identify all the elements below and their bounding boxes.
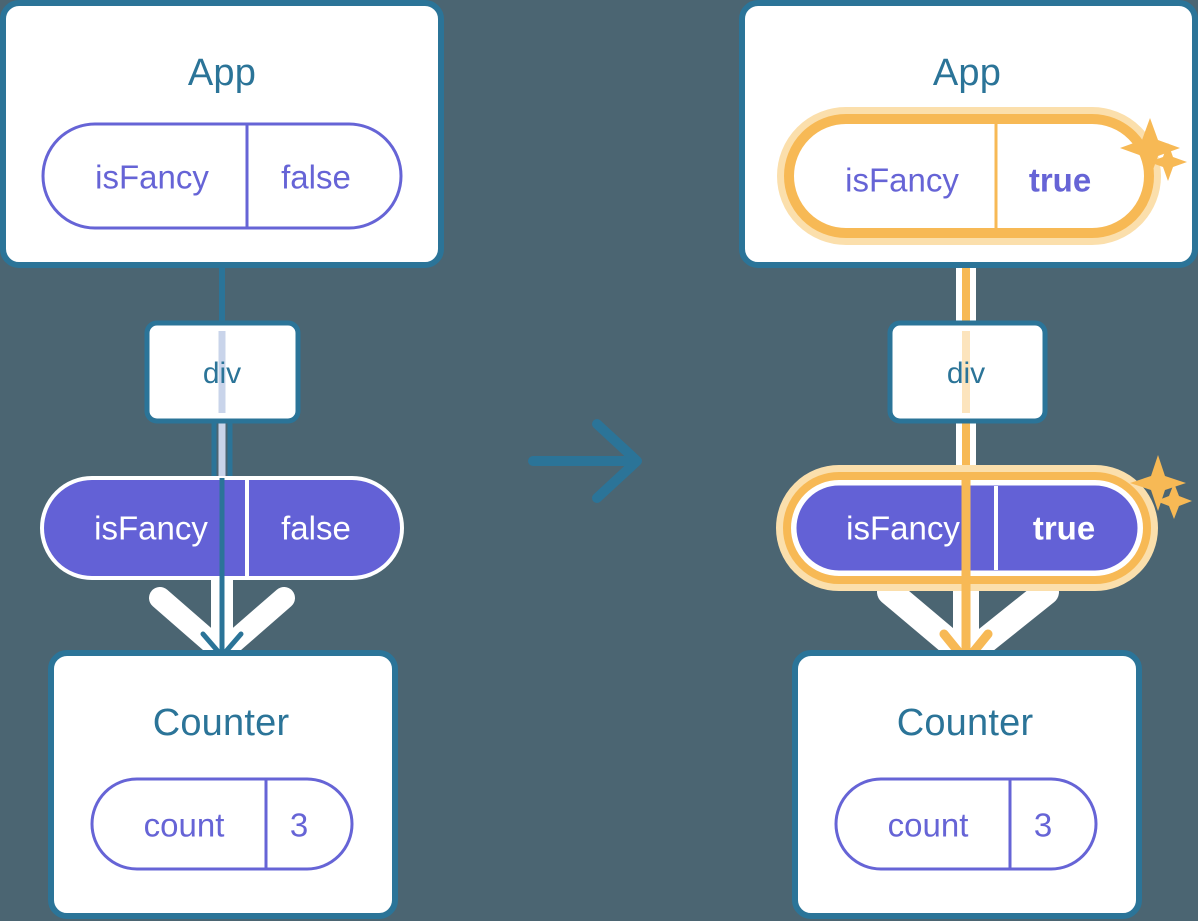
after-counter-title: Counter xyxy=(896,702,1034,744)
after-app-state-pill xyxy=(777,107,1161,245)
after-div-node xyxy=(887,320,1048,424)
before-app-title: App xyxy=(187,52,257,94)
after-prop-sparkles xyxy=(1130,455,1192,519)
before-div-node xyxy=(144,320,301,424)
after-app-pill-value: true xyxy=(1028,161,1092,199)
before-counter-pill-value: 3 xyxy=(289,806,309,844)
before-div-label: div xyxy=(202,357,242,390)
after-counter-pill-key: count xyxy=(887,806,969,844)
after-app-pill-key: isFancy xyxy=(845,161,959,199)
before-app-pill-key: isFancy xyxy=(95,158,209,196)
after-prop-pill-value: true xyxy=(1032,509,1096,547)
sparkle-small-icon xyxy=(1156,483,1192,519)
before-prop-pill-value: false xyxy=(281,509,351,547)
before-app-state-pill xyxy=(41,122,403,230)
before-connector-div-to-pill xyxy=(211,420,233,482)
after-prop-pill-key: isFancy xyxy=(846,509,960,547)
before-counter-title: Counter xyxy=(152,702,290,744)
before-prop-pill-key: isFancy xyxy=(94,509,208,547)
before-app-pill-value: false xyxy=(281,158,351,196)
before-counter-pill-key: count xyxy=(143,806,225,844)
after-counter-state-pill xyxy=(834,777,1098,871)
after-app-sparkles xyxy=(1120,118,1187,181)
sparkle-small-icon xyxy=(1149,143,1187,181)
sparkle-large-icon xyxy=(1120,118,1180,178)
sparkle-large-icon xyxy=(1130,455,1186,511)
before-counter-state-pill xyxy=(90,777,354,871)
after-app-title: App xyxy=(932,52,1002,94)
after-div-label: div xyxy=(946,357,986,390)
transition-arrow-right-icon xyxy=(528,419,642,503)
after-counter-pill-value: 3 xyxy=(1033,806,1053,844)
